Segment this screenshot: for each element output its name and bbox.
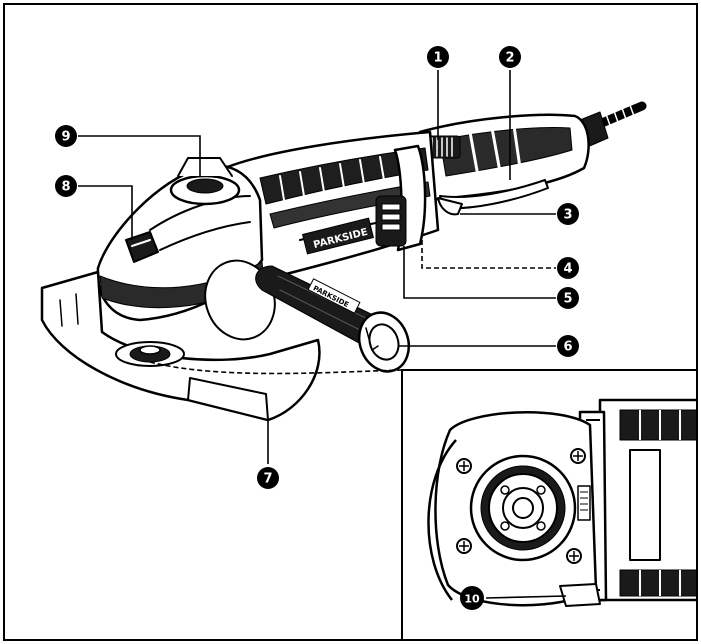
callout-8: 8 [55,175,77,197]
outer-frame [3,3,698,641]
svg-text:10: 10 [464,593,480,606]
svg-text:4: 4 [563,262,572,277]
callout-5: 5 [557,287,579,309]
leader-5 [403,246,556,299]
callout-9: 9 [55,125,77,147]
leader-8 [78,185,133,240]
callout-6: 6 [557,335,579,357]
callout-3: 3 [557,203,579,225]
svg-text:3: 3 [563,208,572,223]
svg-text:1: 1 [433,51,442,66]
callout-1: 1 [427,46,449,68]
svg-text:7: 7 [263,472,272,487]
svg-text:8: 8 [61,180,70,195]
callout-10: 10 [460,586,484,610]
guard-release-lever [559,583,601,607]
svg-text:6: 6 [563,340,572,355]
lock-off-lever [437,197,463,216]
svg-text:9: 9 [61,130,70,145]
detail-inset [401,369,698,641]
side-handle-mount [375,195,407,247]
callout-7: 7 [257,467,279,489]
auxiliary-handle: PARKSIDE [255,265,411,373]
spindle-lock-button [125,231,159,263]
inset-flange [469,454,577,562]
svg-text:2: 2 [505,51,514,66]
leader-10 [485,595,567,599]
leader-9 [78,135,201,176]
callout-2: 2 [499,46,521,68]
spindle-cap [169,157,241,206]
switch-lever [439,179,549,210]
leader-lines [78,70,567,599]
callout-4: 4 [557,257,579,279]
svg-text:5: 5 [563,292,572,307]
inset-dashed-pointer [149,361,403,375]
inset-screws [456,448,586,564]
angle-grinder: PARKSIDE [40,101,647,422]
leader-4 [421,232,556,269]
